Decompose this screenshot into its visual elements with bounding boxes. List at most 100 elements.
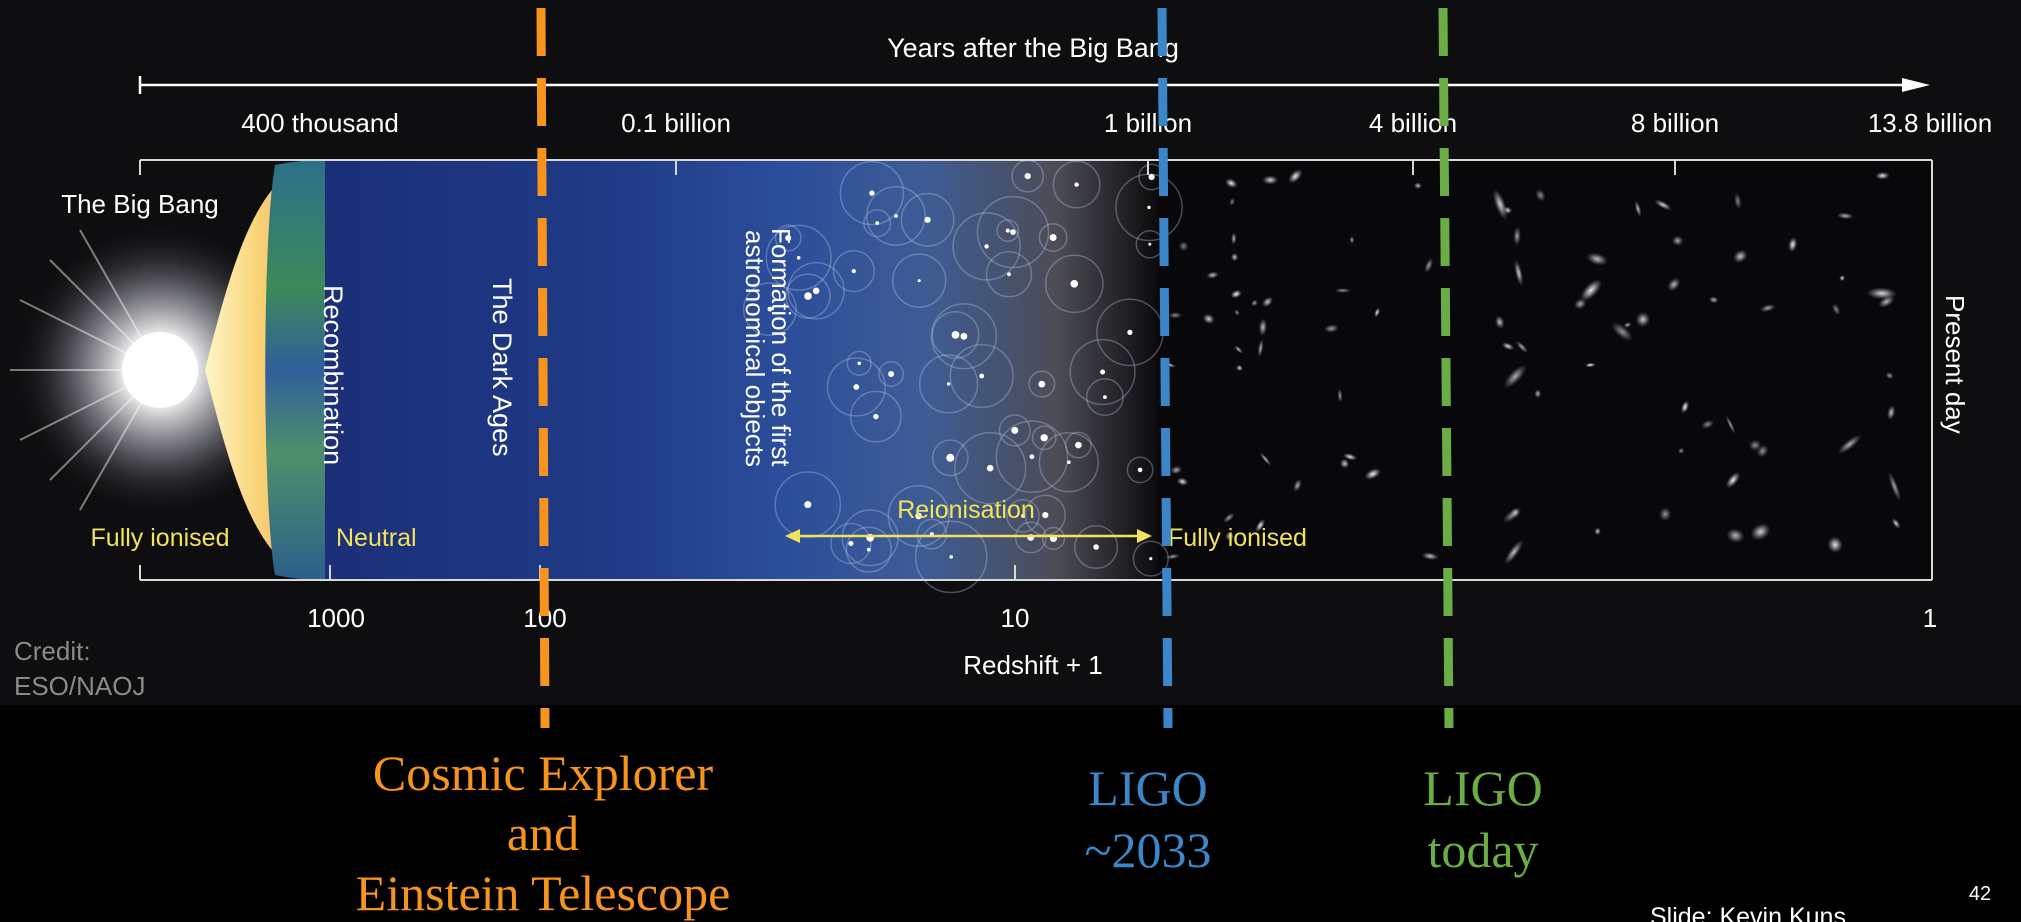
first-star	[804, 501, 812, 509]
cosmic-explorer-label-line1: Cosmic Explorer	[373, 745, 714, 801]
galaxy	[1836, 212, 1854, 220]
galaxy	[1224, 178, 1238, 189]
ionised-bubble	[863, 209, 892, 238]
redshift-tick-label: 1	[1923, 603, 1937, 633]
ionised-bubble	[916, 518, 948, 550]
first-star	[853, 384, 860, 390]
galaxy	[1503, 364, 1527, 389]
first-star	[1049, 234, 1057, 241]
galaxy	[1223, 512, 1235, 523]
galaxy	[1611, 321, 1634, 342]
galaxy	[1170, 465, 1183, 475]
ionised-bubble	[891, 253, 947, 308]
galaxy	[1364, 468, 1382, 480]
fully-ionised-right-label: Fully ionised	[1168, 524, 1307, 552]
first-star	[1010, 229, 1016, 235]
first-star	[1075, 441, 1082, 449]
galaxy	[1229, 197, 1236, 206]
first-star	[1149, 557, 1153, 561]
first-star	[866, 547, 871, 552]
ionised-bubble	[1041, 526, 1066, 551]
ionised-bubble	[931, 310, 980, 359]
galaxy	[1374, 307, 1381, 318]
first-star	[804, 292, 812, 300]
galaxy	[1748, 439, 1762, 452]
galaxy	[1654, 199, 1673, 211]
first-star	[915, 512, 922, 520]
ionised-bubble	[846, 350, 872, 376]
galaxy	[1510, 507, 1521, 518]
ionised-bubble	[918, 354, 979, 414]
first-star	[1074, 182, 1079, 187]
galaxy	[1535, 188, 1546, 202]
time-axis-title: Years after the Big Bang	[887, 33, 1179, 63]
time-tick-label: 400 thousand	[241, 108, 399, 138]
galaxy	[1257, 338, 1264, 358]
credit-line2: ESO/NAOJ	[14, 671, 145, 701]
first-star	[1093, 544, 1099, 550]
time-axis-arrowhead	[1902, 78, 1930, 92]
galaxy	[1492, 188, 1508, 221]
galaxy	[1255, 518, 1266, 533]
galaxy	[1176, 477, 1189, 486]
galaxy	[1658, 507, 1672, 522]
dark-ages-label: The Dark Ages	[487, 278, 517, 457]
galaxy	[1168, 311, 1183, 319]
first-star	[986, 464, 994, 472]
first-objects-label-line2: astronomical objects	[740, 230, 770, 467]
galaxy	[1701, 419, 1715, 429]
time-tick-label: 8 billion	[1631, 108, 1719, 138]
slide-credit: Slide: Kevin Kuns	[1650, 903, 1846, 922]
first-star	[888, 371, 895, 377]
galaxy	[1224, 531, 1235, 541]
galaxy	[1831, 303, 1841, 316]
present-day-label: Present day	[1940, 295, 1970, 434]
galaxy	[1725, 414, 1736, 435]
galaxy	[1708, 296, 1719, 304]
ligo-today-line	[1438, 7, 1454, 729]
galaxy	[1514, 259, 1524, 287]
ionised-bubble	[1069, 338, 1136, 406]
galaxy	[1323, 324, 1340, 333]
galaxy	[1788, 236, 1798, 253]
recombination-label: Recombination	[318, 285, 348, 465]
ionised-bubble	[900, 192, 955, 247]
first-star	[796, 255, 801, 260]
galaxy	[1584, 362, 1596, 368]
ionised-bubble	[849, 390, 902, 443]
galaxy	[1230, 289, 1242, 299]
ionised-bubble	[998, 414, 1031, 447]
ionised-bubble	[1064, 431, 1092, 459]
galaxy	[1342, 453, 1358, 461]
ionised-bubble	[878, 361, 905, 387]
galaxy	[1594, 527, 1601, 536]
galaxy	[1732, 249, 1748, 264]
big-bang-label: The Big Bang	[61, 189, 219, 219]
universe-band	[318, 160, 1158, 580]
galaxy	[1726, 528, 1745, 543]
first-star	[979, 373, 985, 379]
first-star	[1038, 380, 1046, 388]
cosmic-explorer-label-line2: and	[507, 805, 579, 861]
ionised-bubble	[1006, 499, 1040, 533]
first-star	[1070, 280, 1079, 288]
first-star	[894, 214, 898, 218]
ionised-bubble	[949, 343, 1014, 409]
galaxy	[1234, 345, 1244, 354]
ionised-bubble	[914, 520, 988, 594]
galaxy	[1677, 447, 1685, 455]
ligo-2033-label-line2: ~2033	[1084, 822, 1211, 878]
galaxy	[1413, 182, 1423, 190]
galaxy	[1837, 434, 1862, 455]
ionised-bubble	[931, 439, 969, 477]
galaxy	[1580, 278, 1603, 302]
ionised-bubble	[985, 251, 1033, 298]
galaxy	[1887, 471, 1902, 502]
galaxy	[1202, 313, 1215, 325]
reionisation-label: Reionisation	[897, 496, 1035, 524]
first-star	[1040, 434, 1048, 442]
first-star	[873, 413, 879, 420]
galaxy	[1293, 478, 1302, 493]
galaxy	[1513, 226, 1522, 246]
